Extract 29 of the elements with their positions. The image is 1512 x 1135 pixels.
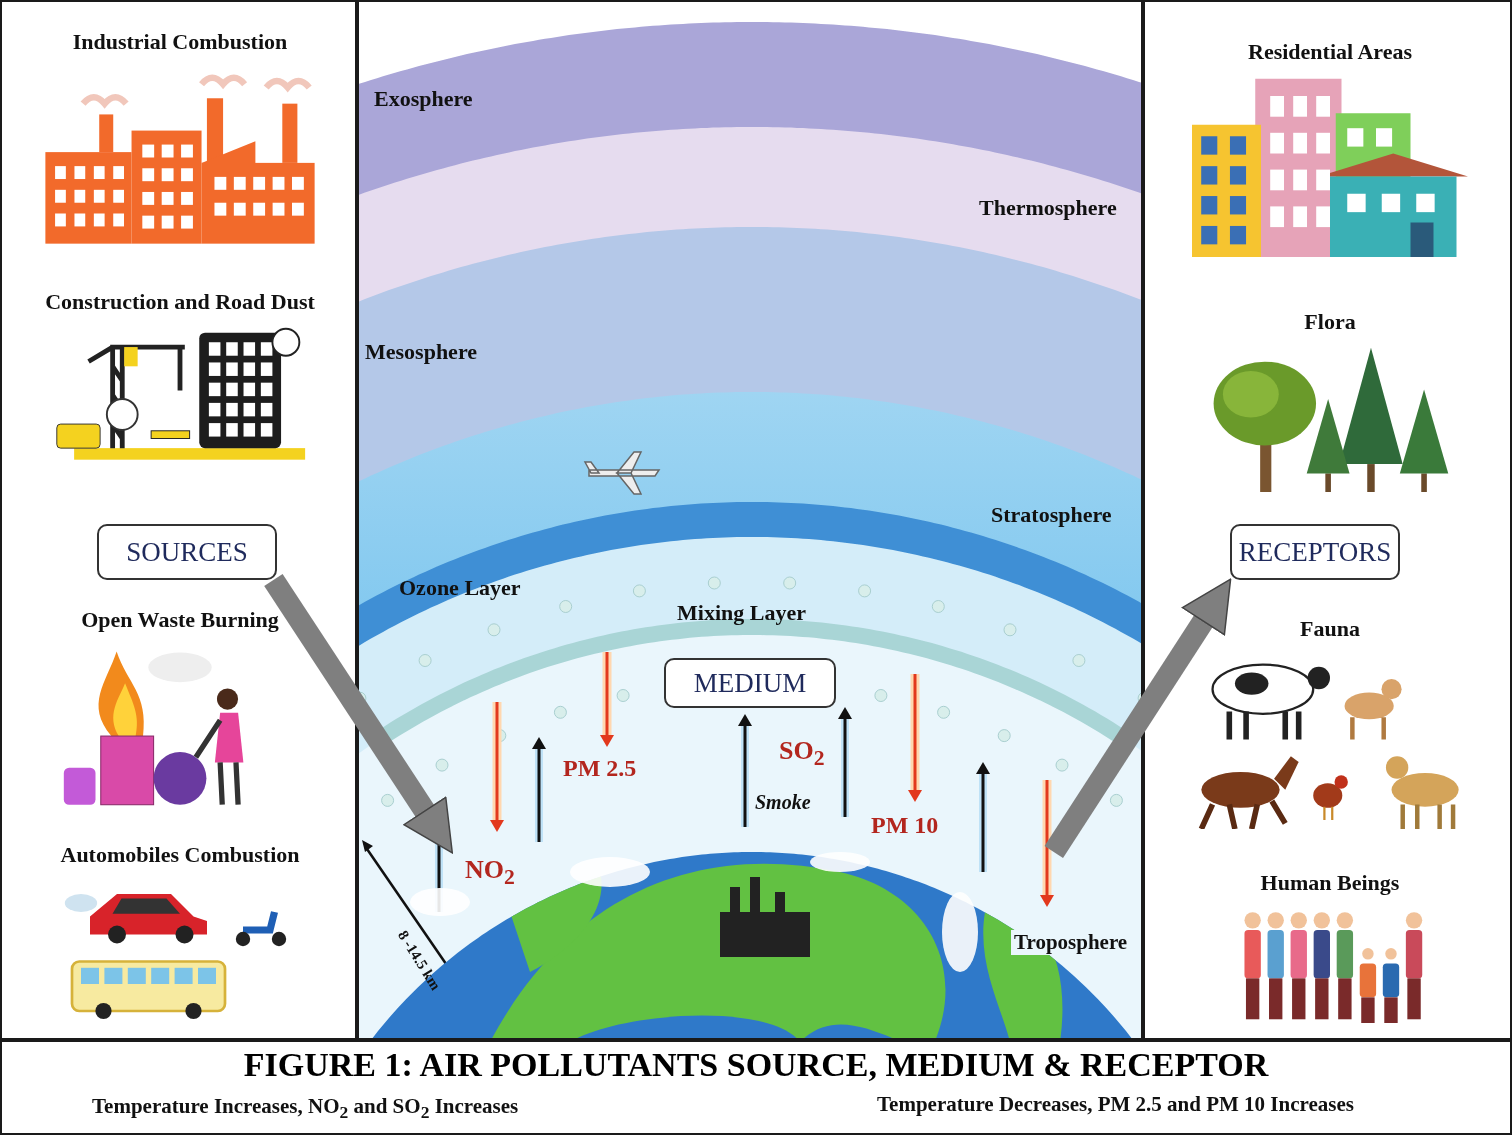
heading: Construction and Road Dust xyxy=(44,288,316,316)
layer-label: Exosphere xyxy=(374,86,473,112)
pollutant-label: PM 10 xyxy=(871,812,939,839)
pollutant-label: PM 2.5 xyxy=(563,755,637,782)
heading: Automobiles Combustion xyxy=(59,841,301,869)
heading: Fauna xyxy=(1299,615,1361,643)
heading: Industrial Combustion xyxy=(71,28,289,56)
heading: Residential Areas xyxy=(1247,38,1413,66)
labeled-box: RECEPTORS xyxy=(1230,524,1400,580)
figure-caption: FIGURE 1: AIR POLLUTANTS SOURCE, MEDIUM & RECEPTOR xyxy=(242,1046,1270,1084)
pollutant-label: NO$_{2}$ xyxy=(465,855,515,891)
note: Temperature Increases, NO$_{2}$ and SO$_{2}$ Increases xyxy=(92,1094,519,1124)
layer-label: Ozone Layer xyxy=(399,574,521,602)
arrow xyxy=(1044,578,1232,858)
heading: Open Waste Burning xyxy=(80,606,280,634)
panel xyxy=(1143,0,1512,1040)
pollutant-label: SO$_{2}$ xyxy=(779,736,825,772)
heading: Human Beings xyxy=(1259,869,1401,897)
layer-label: Stratosphere xyxy=(991,502,1112,528)
panel xyxy=(0,0,357,1040)
arrow xyxy=(264,573,454,854)
labeled-box: SOURCES xyxy=(97,524,277,580)
smoke-label: Smoke xyxy=(755,791,811,814)
heading: Flora xyxy=(1303,308,1357,336)
layer-label: Mesosphere xyxy=(365,339,478,365)
labeled-box: MEDIUM xyxy=(664,658,836,708)
layer-label: Mixing Layer xyxy=(677,600,806,626)
layer-label: Thermosphere xyxy=(979,195,1117,221)
note: Temperature Decreases, PM 2.5 and PM 10 Increases xyxy=(877,1092,1354,1117)
